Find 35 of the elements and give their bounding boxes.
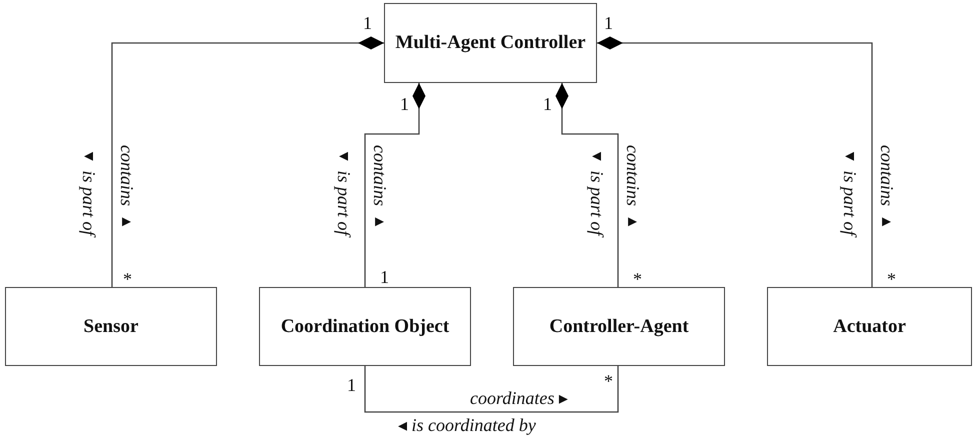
association-line [364,366,619,413]
class-box [5,287,217,366]
edge-label: coordinates ▸ [470,389,568,407]
association-line [364,83,426,287]
multiplicity-label: 1 [604,14,613,32]
class-box [513,287,725,366]
class-name: Coordination Object [280,316,450,338]
role-label: ◂ is coordinated by [398,416,536,434]
role-label: ◂ is part of [80,145,98,236]
association-line [556,83,619,287]
class-box [384,3,597,83]
multiplicity-label: * [633,270,642,288]
multiplicity-label: * [887,270,896,288]
multiplicity-label: 1 [543,95,552,113]
edge-label: contains ▸ [624,145,642,232]
edge-label: contains ▸ [371,145,389,232]
class-name: Actuator [833,316,906,338]
multiplicity-label: 1 [363,14,372,32]
multiplicity-label: 1 [400,95,409,113]
association-line [597,36,873,287]
multiplicity-label: * [604,372,613,390]
class-name: Sensor [84,316,138,338]
edge-label: contains ▸ [118,145,136,232]
edge-label: contains ▸ [878,145,896,232]
role-label: ◂ is part of [841,145,859,236]
class-box [767,287,972,366]
class-name: Multi-Agent Controller [395,32,586,54]
class-box [259,287,471,366]
class-name: Controller-Agent [549,316,689,338]
role-label: ◂ is part of [335,145,353,236]
association-line [111,36,384,287]
multiplicity-label: 1 [380,268,389,286]
multiplicity-label: * [123,270,132,288]
role-label: ◂ is part of [588,145,606,236]
multiplicity-label: 1 [347,376,356,394]
